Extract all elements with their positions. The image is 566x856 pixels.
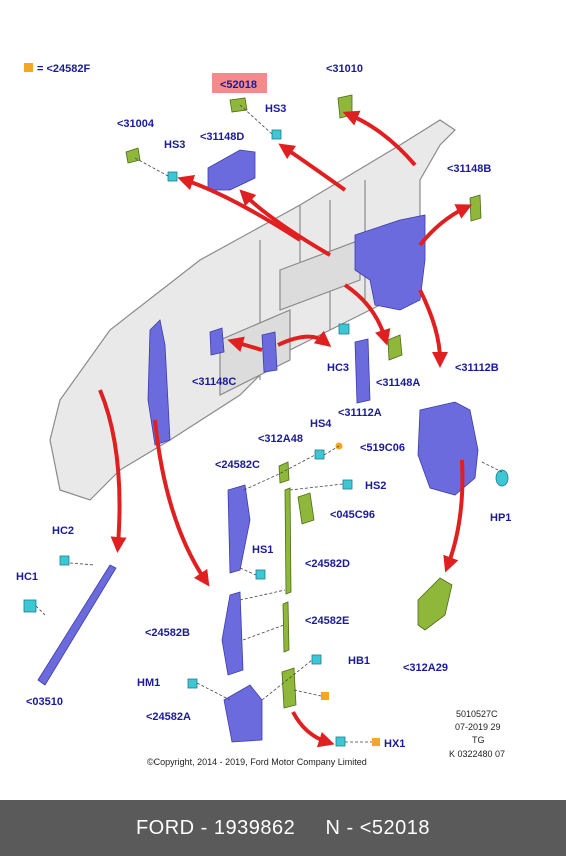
refcode-line4: K 0322480 07 [449,749,505,759]
fastener-hs3-left [167,171,178,182]
label-24582c: <24582C [215,459,260,471]
legend-swatch [24,63,33,72]
part-24582e [282,601,290,653]
part-24582d [284,487,292,595]
part-31148b [469,194,482,222]
legend-text: = <24582F [37,63,90,75]
label-24582a: <24582A [146,711,191,723]
footer-part: N - <52018 [325,816,431,839]
label-hs1: HS1 [252,544,273,556]
fasteners [23,129,509,747]
copyright-text: ©Copyright, 2014 - 2019, Ford Motor Comp… [147,757,367,767]
label-hp1: HP1 [490,512,511,524]
fastener-hm1 [187,678,198,689]
fastener-hb1 [311,654,322,665]
part-31010 [337,94,353,119]
label-31148b: <31148B [447,163,491,175]
fastener-hc3 [338,323,350,335]
legend-marker-hx1 [372,738,380,746]
label-31004: <31004 [117,118,155,130]
part-312a29 [417,577,453,631]
part-045c96 [297,492,315,525]
part-52018 [229,97,248,113]
fastener-hp1 [495,469,509,487]
legend-marker-24582f [321,692,329,700]
refcode-line2: 07-2019 29 [455,722,501,732]
refcode-line1: 5010527C [456,709,498,719]
label-24582e: <24582E [305,615,349,627]
label-312a48: <312A48 [258,433,303,445]
part-31112a [354,338,371,404]
footer-bar: FORD - 1939862 N - <52018 [0,800,566,856]
label-31010: <31010 [326,63,363,75]
pillar-trim-a [147,319,171,446]
label-31148c: <31148C [192,376,236,388]
label-519c06: <519C06 [360,442,405,454]
quarter-trim-upper [354,214,426,311]
label-31148a: <31148A [376,377,420,389]
refcode-line3: TG [472,735,485,745]
label-hb1: HB1 [348,655,370,667]
footer-brand: FORD - 1939862 [135,816,296,839]
fastener-hx1 [335,736,346,747]
part-31148d [207,149,256,191]
fastener-hs4 [314,449,325,460]
part-312a48 [278,461,290,484]
part-24582f-clip [281,667,297,709]
label-045c96: <045C96 [330,509,375,521]
label-hs3-top: HS3 [265,103,286,115]
fastener-hs3-top [271,129,282,140]
part-31148c [209,327,225,356]
door-pillar-trim [261,331,278,373]
label-31112b: <31112B [455,362,499,374]
label-hs4: HS4 [310,418,332,430]
fastener-hc1 [23,599,37,613]
parts-diagram: = <24582F [16,63,511,767]
fastener-hs2 [342,479,353,490]
label-hs3-left: HS3 [164,139,185,151]
label-hm1: HM1 [137,677,160,689]
part-31004 [125,147,141,164]
label-24582d: <24582D [305,558,350,570]
label-hc3: HC3 [327,362,349,374]
arrows [98,110,473,748]
clips [125,94,482,709]
part-24582b [221,591,244,676]
label-24582b: <24582B [145,627,190,639]
part-31112b [417,401,479,496]
label-hc1: HC1 [16,571,38,583]
label-hx1: HX1 [384,738,405,750]
label-312a29: <312A29 [403,662,448,674]
label-03510: <03510 [26,696,63,708]
fastener-hc2 [59,555,70,566]
label-31148d: <31148D [200,131,244,143]
part-24582c [227,484,251,574]
part-31148a [387,334,403,361]
highlight-box [212,73,267,93]
leader-lines [35,104,503,743]
fastener-hs1 [255,569,266,580]
highlight-label: <52018 [220,79,257,91]
part-24582a [223,684,263,743]
label-31112a: <31112A [338,407,382,419]
label-hc2: HC2 [52,525,74,537]
label-hs2: HS2 [365,480,386,492]
part-03510 [37,564,117,686]
